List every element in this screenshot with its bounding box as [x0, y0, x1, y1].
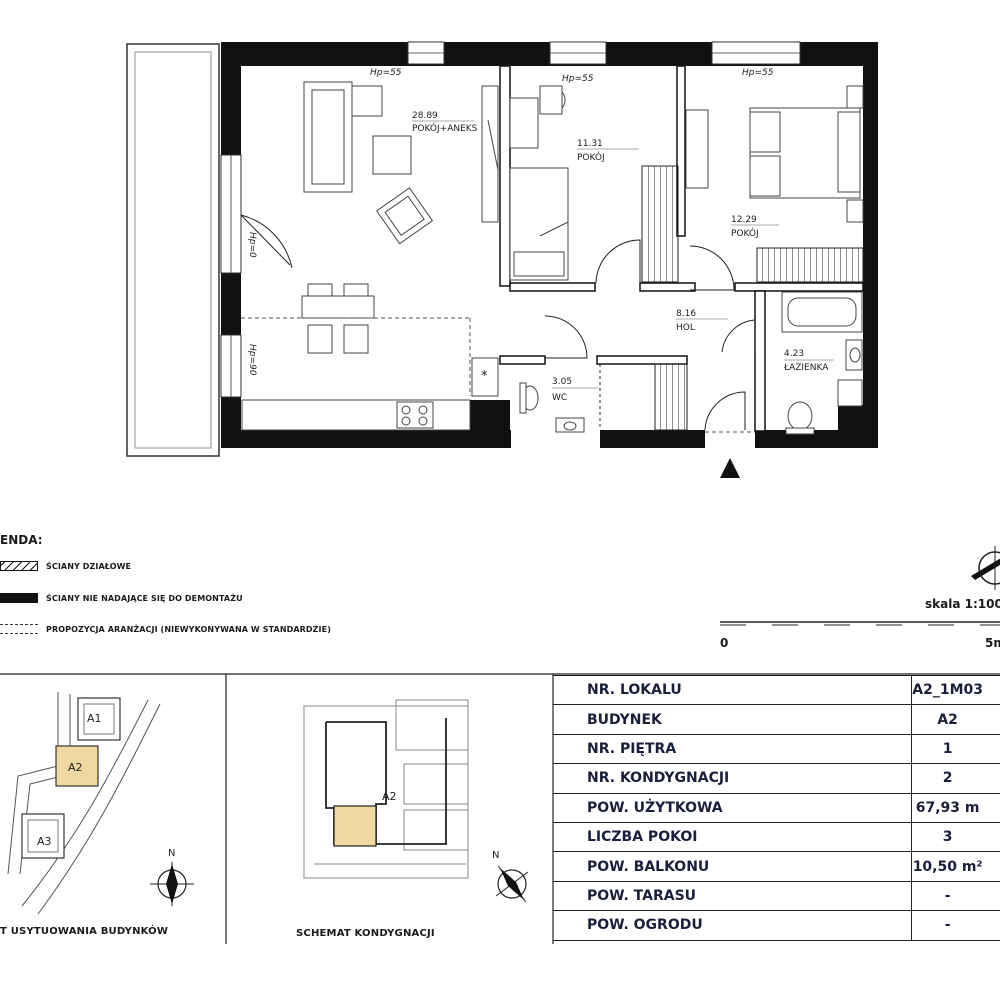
info-value: 2	[911, 763, 1000, 794]
legend-text-structural: ŚCIANY NIE NADAJĄCE SIĘ DO DEMONTAŻU	[46, 593, 243, 603]
sill-label-5: Hp=90	[247, 344, 257, 376]
arrangement-lines	[241, 317, 755, 433]
room-name-bath: ŁAZIENKA	[783, 363, 829, 373]
scheme-north: N	[492, 850, 499, 861]
doors	[240, 214, 756, 431]
room-area-living: 28.89	[412, 111, 438, 121]
room-area-bath: 4.23	[784, 349, 804, 359]
info-key: NR. PIĘTRA	[553, 734, 913, 765]
sill-label-3: Hp=55	[742, 68, 774, 78]
scale-bar	[720, 621, 1000, 626]
info-value: -	[911, 881, 1000, 912]
info-key: POW. OGRODU	[553, 910, 913, 941]
room-name-hall: HOL	[676, 323, 695, 333]
table-row: POW. TARASU-	[553, 881, 1000, 912]
legend-text-partition: ŚCIANY DZIAŁOWE	[46, 561, 132, 571]
room-area-hall: 8.16	[676, 309, 696, 319]
floor-plan: 28.89 POKÓJ+ANEKS 11.31 POKÓJ 12.29 POKÓ…	[126, 41, 878, 478]
info-value: -	[911, 910, 1000, 941]
floor-scheme-caption: SCHEMAT KONDYGNACJI	[296, 928, 435, 939]
room-name-room2: POKÓJ	[731, 227, 759, 239]
stairs-3	[756, 247, 864, 283]
info-key: NR. LOKALU	[553, 674, 913, 706]
scheme-compass: N	[492, 850, 529, 903]
scale-five: 5m	[985, 636, 1000, 650]
info-key: NR. KONDYGNACJI	[553, 763, 913, 794]
room-name-living: POKÓJ+ANEKS	[412, 122, 478, 134]
stairs-1	[641, 165, 679, 283]
room-area-room1: 11.31	[577, 139, 603, 149]
floor-scheme: A2 N	[303, 699, 529, 903]
room-name-wc: WC	[552, 393, 567, 403]
table-row: POW. OGRODU-	[553, 910, 1000, 941]
site-label-a2: A2	[68, 761, 83, 774]
info-key: POW. UŻYTKOWA	[553, 793, 913, 823]
legend-item-arrangement: PROPOZYCJA ARANŻACJI (NIEWYKONYWANA W ST…	[0, 622, 331, 636]
sill-label-4: Hp=0	[247, 232, 257, 258]
site-building-a2	[55, 745, 99, 787]
room-name-room1: POKÓJ	[577, 151, 605, 163]
room-area-room2: 12.29	[731, 215, 757, 225]
scale-label: skala 1:100	[925, 597, 1000, 611]
site-label-a3: A3	[37, 835, 52, 848]
sill-label-1: Hp=55	[370, 68, 402, 78]
info-value: 3	[911, 822, 1000, 853]
legend-swatch-solid	[0, 593, 38, 603]
fixture-star: *	[481, 369, 488, 384]
site-label-a1: A1	[87, 712, 102, 725]
info-value: 10,50 m²	[911, 851, 1000, 882]
legend-swatch-hatch	[0, 561, 38, 571]
internal-walls	[499, 65, 864, 432]
legend-title: ENDA:	[0, 533, 43, 547]
furniture	[241, 81, 864, 435]
legend-swatch-dashed	[0, 624, 38, 634]
site-building-a3	[21, 813, 65, 859]
info-key: POW. BALKONU	[553, 851, 913, 882]
info-key: POW. TARASU	[553, 881, 913, 912]
sill-labels: Hp=55 Hp=55 Hp=55 Hp=0 Hp=90	[247, 68, 774, 376]
legend-item-partition: ŚCIANY DZIAŁOWE	[0, 559, 131, 573]
scheme-building-label: A2	[382, 790, 397, 803]
balcony	[126, 43, 220, 457]
legend-text-arrangement: PROPOZYCJA ARANŻACJI (NIEWYKONYWANA W ST…	[46, 624, 331, 634]
compass-top	[971, 546, 1000, 590]
legend-item-structural: ŚCIANY NIE NADAJĄCE SIĘ DO DEMONTAŻU	[0, 591, 243, 605]
site-plan: A1 A2 A3 N	[7, 692, 194, 915]
site-north: N	[168, 848, 175, 859]
info-value: 1	[911, 734, 1000, 765]
sill-label-2: Hp=55	[562, 74, 594, 84]
stairs-2	[654, 363, 688, 431]
entrance-marker	[720, 458, 740, 478]
site-building-a1	[77, 697, 121, 741]
info-key: LICZBA POKOI	[553, 822, 913, 853]
info-key: BUDYNEK	[553, 704, 913, 735]
info-value: 67,93 m	[911, 793, 1000, 823]
room-area-wc: 3.05	[552, 377, 572, 387]
scheme-highlight-unit	[333, 805, 377, 847]
scale-zero: 0	[720, 636, 729, 650]
room-labels: 28.89 POKÓJ+ANEKS 11.31 POKÓJ 12.29 POKÓ…	[412, 111, 834, 403]
info-value: A2_1M03	[911, 674, 1000, 706]
site-compass: N	[150, 848, 194, 906]
info-value: A2	[911, 704, 1000, 735]
site-plan-caption: T USYTUOWANIA BUDYNKÓW	[0, 926, 169, 937]
